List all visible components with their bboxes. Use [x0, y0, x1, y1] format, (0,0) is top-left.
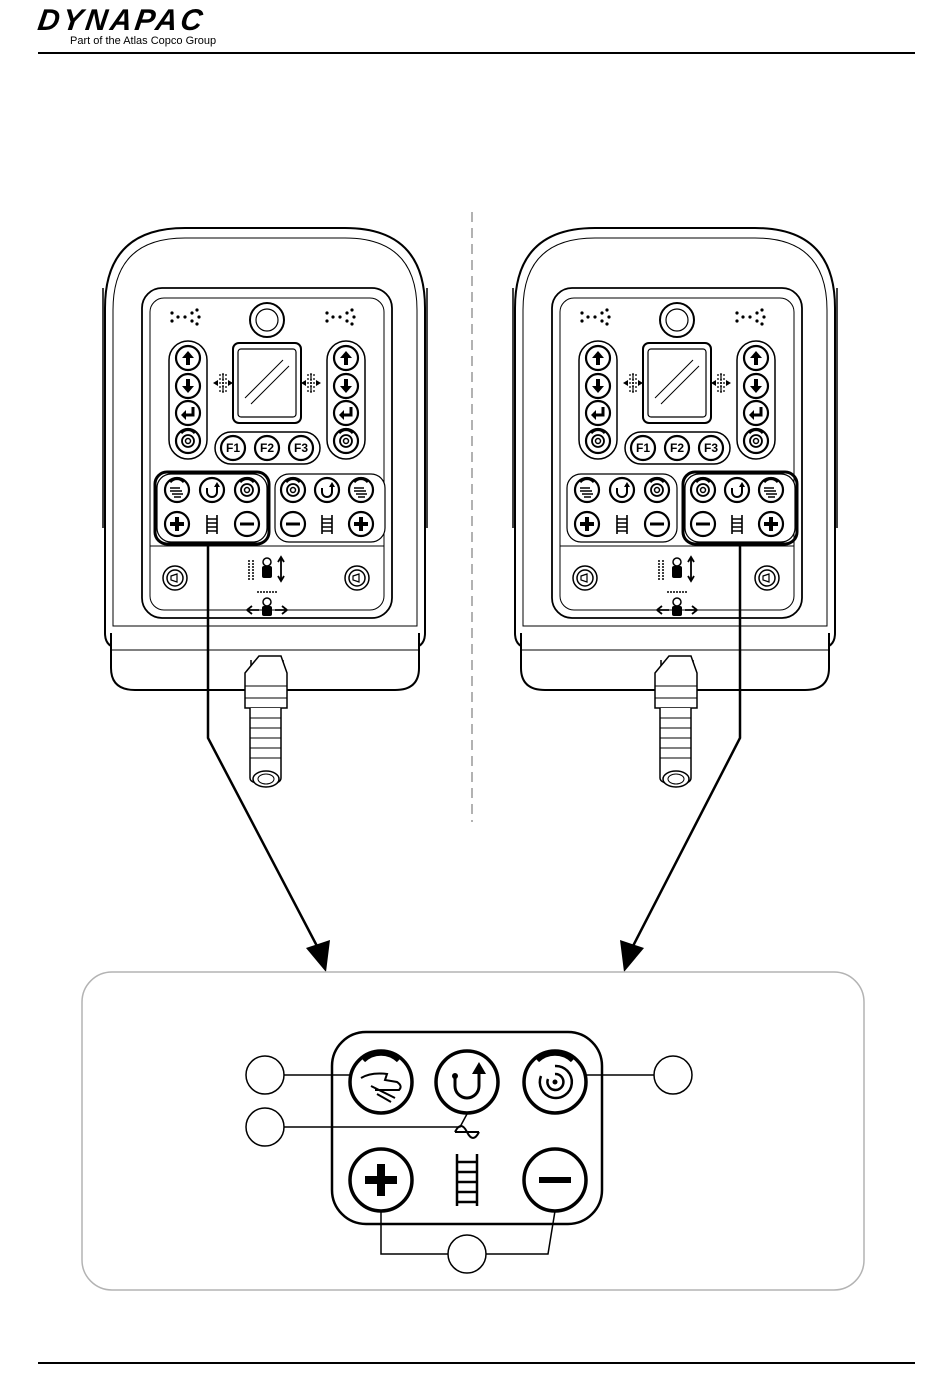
vibration-key-large [524, 1051, 586, 1113]
f3-right: F3 [704, 441, 718, 455]
arrowhead-left [306, 940, 330, 972]
callout-uturn [246, 1108, 284, 1146]
f3-left: F3 [294, 441, 308, 455]
hand-key-large [350, 1051, 412, 1113]
remote-left [103, 228, 427, 787]
f1-right: F1 [636, 441, 650, 455]
f1-left: F1 [226, 441, 240, 455]
fkeys-right: F1 F2 F3 [636, 441, 718, 455]
callout-plus-minus [448, 1235, 486, 1273]
remote-right [513, 228, 837, 787]
plus-key-large [350, 1149, 412, 1211]
uturn-key-large [436, 1051, 498, 1113]
arrowhead-right [620, 940, 644, 972]
callout-vibration [654, 1056, 692, 1094]
fkeys-left: F1 F2 F3 [226, 441, 308, 455]
f2-left: F2 [260, 441, 274, 455]
detail-keypad [332, 1032, 602, 1224]
minus-key-large [524, 1149, 586, 1211]
callout-hand [246, 1056, 284, 1094]
f2-right: F2 [670, 441, 684, 455]
